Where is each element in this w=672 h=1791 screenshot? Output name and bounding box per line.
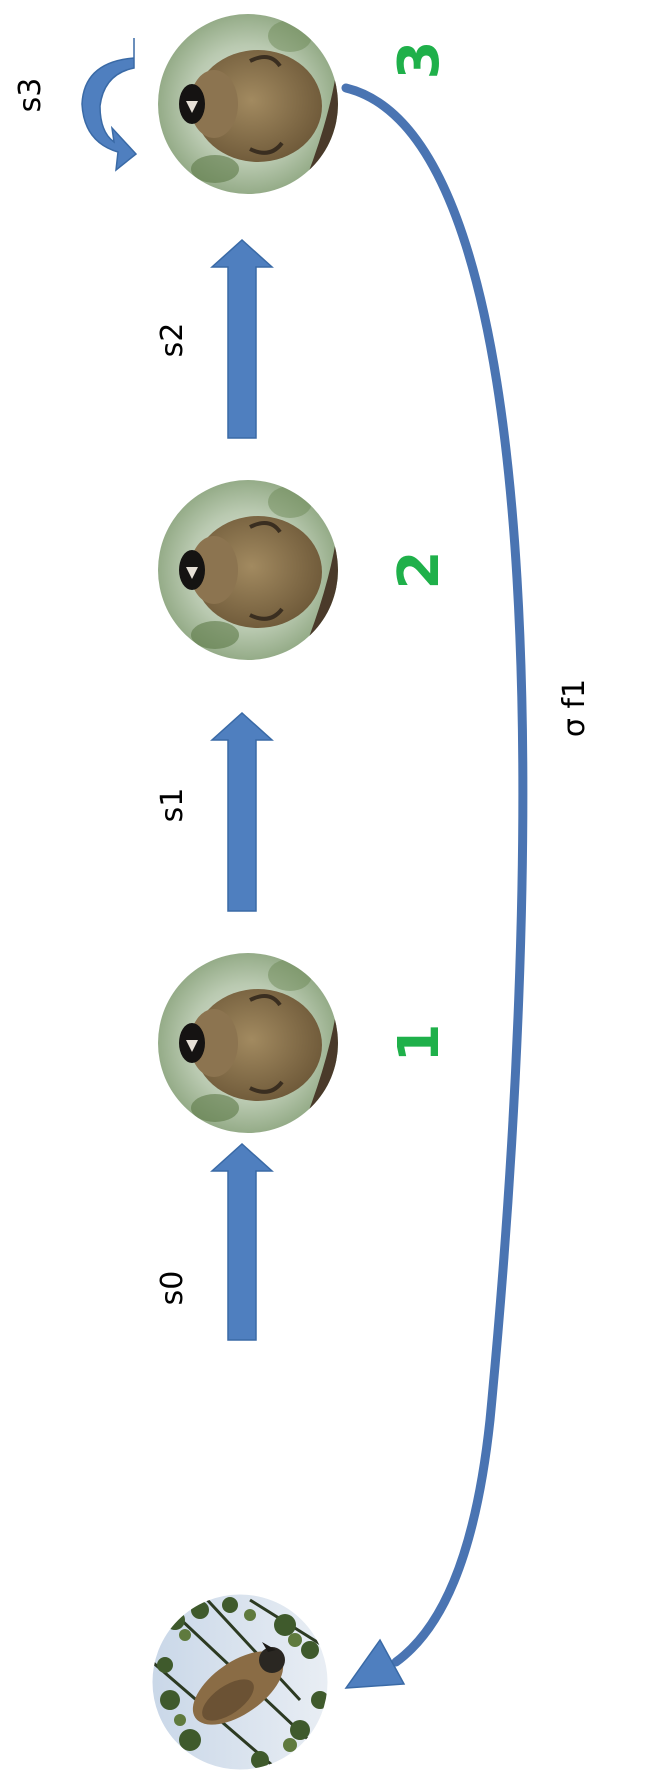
state-number-2: 2 (387, 551, 452, 590)
label-s1: s1 (155, 788, 190, 823)
label-s0: s0 (155, 1271, 190, 1306)
bird-closeup-image-2 (158, 480, 338, 660)
state-number-1: 1 (387, 1024, 452, 1063)
label-s3: s3 (13, 78, 48, 113)
label-s2: s2 (155, 323, 190, 358)
return-arrowhead (344, 1638, 406, 1689)
state-number-3: 3 (387, 41, 452, 80)
label-sigma-f1: σ f1 (557, 679, 592, 737)
arrow-s0 (210, 1142, 274, 1341)
arrow-s1 (210, 711, 274, 912)
bird-closeup-image-1 (158, 953, 338, 1133)
arrow-s2 (210, 238, 274, 439)
return-arrow-sigma-f1 (341, 83, 528, 1667)
self-loop-arrow-s3 (81, 38, 138, 172)
bird-closeup-image-3 (158, 14, 338, 194)
start-bird-image (151, 1593, 329, 1771)
